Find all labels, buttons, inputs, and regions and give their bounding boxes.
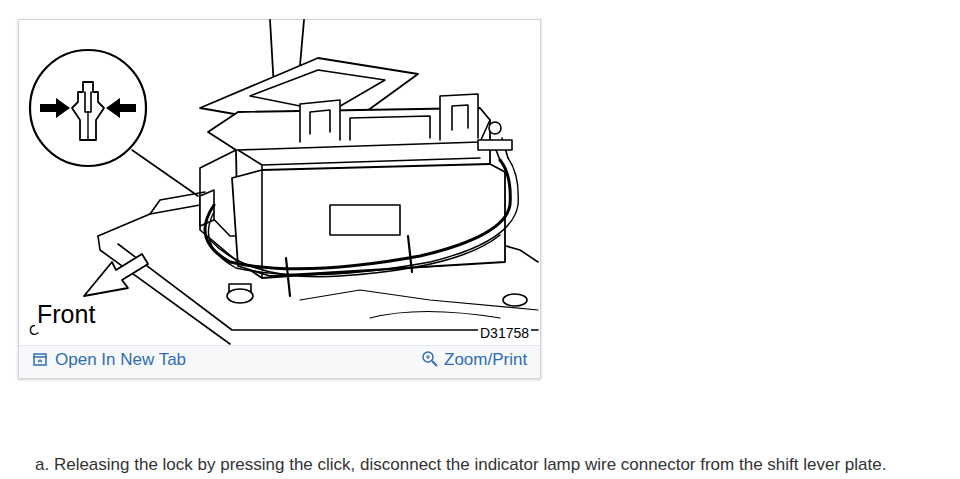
toolbar-link: Open In New Tab bbox=[55, 350, 186, 370]
toolbar-link: Zoom/Print bbox=[444, 350, 527, 370]
direction-label: Front bbox=[35, 300, 97, 329]
step-instruction: a. Releasing the lock by pressing the cl… bbox=[35, 454, 886, 476]
figure-number: D31758 bbox=[478, 325, 531, 341]
